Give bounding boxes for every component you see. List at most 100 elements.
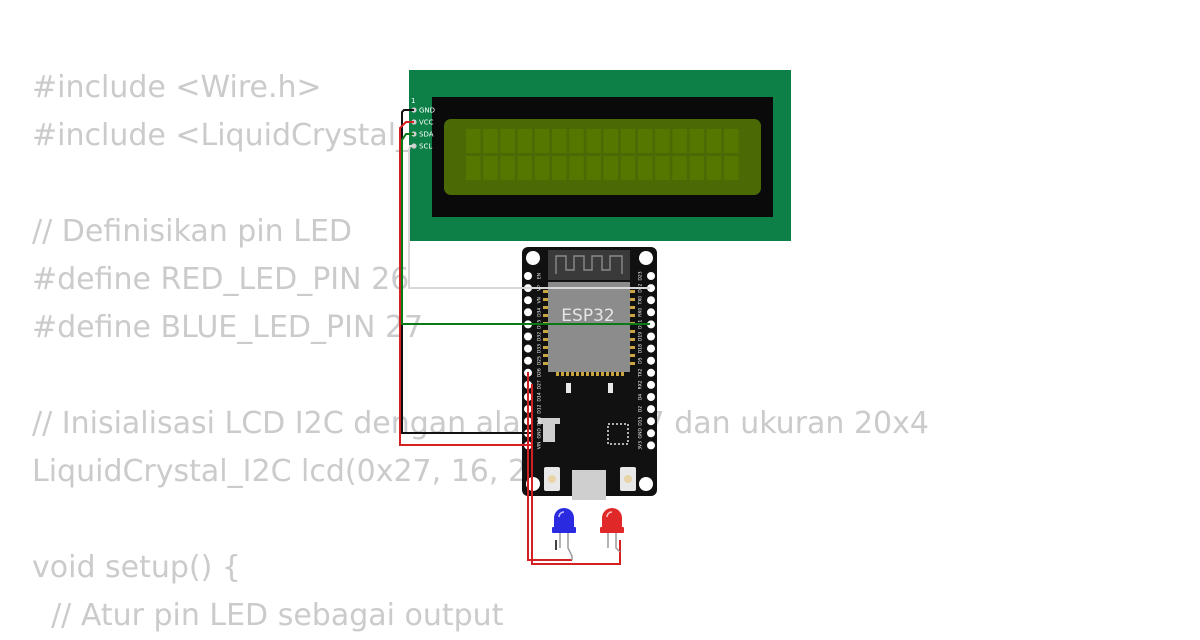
esp32-pin-en[interactable] xyxy=(524,272,532,280)
wire-sda[interactable] xyxy=(401,133,650,325)
lcd-char-cell xyxy=(517,156,533,180)
lcd-pin-label: VCC xyxy=(419,119,434,127)
lcd-char-cell xyxy=(638,129,653,153)
esp32-pin-d32[interactable] xyxy=(524,332,532,341)
esp32-pin-d5[interactable] xyxy=(647,356,655,365)
esp32-pin-d22[interactable] xyxy=(647,284,655,293)
esp32-pin-label: 3V3 xyxy=(638,441,644,450)
code-line: LiquidCrystal_I2C lcd(0x27, 16, 2); xyxy=(32,454,549,489)
lcd-pin-label: SDA xyxy=(419,131,434,139)
lcd-char-cell xyxy=(672,129,687,153)
esp32-pin-gnd[interactable] xyxy=(647,429,655,438)
esp32-pin-label: D27 xyxy=(537,380,543,389)
esp32-pin-label: D19 xyxy=(638,332,644,341)
code-line: // Definisikan pin LED xyxy=(32,214,352,249)
micro-usb-port[interactable] xyxy=(572,470,606,500)
lcd-char-cell xyxy=(603,129,619,153)
lcd-char-cell xyxy=(483,156,498,180)
wires xyxy=(399,109,650,565)
lcd-char-cell xyxy=(500,156,515,180)
lcd-char-cell xyxy=(706,129,722,153)
lcd-char-cell xyxy=(638,156,653,180)
module-pad xyxy=(543,338,549,341)
lcd-char-cell xyxy=(552,156,567,180)
module-pad xyxy=(629,346,635,349)
esp32-pin-d15[interactable] xyxy=(647,417,655,426)
esp32-pin-tx2[interactable] xyxy=(647,368,655,377)
wire-scl[interactable] xyxy=(408,145,650,289)
esp32-pin-d18[interactable] xyxy=(647,344,655,353)
esp32-pin-d34[interactable] xyxy=(524,308,532,317)
lcd-char-cell xyxy=(534,156,550,180)
module-pad xyxy=(629,338,635,341)
module-pad xyxy=(611,371,614,376)
code-line: #include <Wire.h> xyxy=(32,70,322,105)
esp32-chip-label: ESP32 xyxy=(561,306,614,326)
esp32-pin-label: D18 xyxy=(638,344,644,353)
led-blue-rim xyxy=(552,527,576,533)
esp32-right-pin-header: D23D22TX0RX0D21D19D18D5TX2RX2D4D2D15GND3… xyxy=(638,271,655,450)
module-pad xyxy=(606,371,609,376)
led-blue[interactable] xyxy=(552,508,576,560)
esp32-pin-d19[interactable] xyxy=(647,332,655,341)
module-pad xyxy=(629,362,635,365)
lcd-char-cell xyxy=(724,129,739,153)
esp32-pin-label: D34 xyxy=(537,308,543,317)
lcd-char-cell xyxy=(466,129,481,153)
module-pad xyxy=(629,330,635,333)
wire-blue-led[interactable] xyxy=(527,372,572,561)
module-pad xyxy=(571,371,574,376)
esp32-pin-label: EN xyxy=(537,273,543,279)
esp32-board[interactable]: ESP32 ENVPVND34D35D32D33D25D26D27D14D12D… xyxy=(522,247,657,500)
code-line: #define RED_LED_PIN 26 xyxy=(32,262,410,297)
esp32-pin-tx0[interactable] xyxy=(647,296,655,305)
esp32-pin-label: VIN xyxy=(537,442,543,450)
lcd-char-cell xyxy=(706,156,722,180)
lcd-char-cell xyxy=(620,129,636,153)
esp32-pin-label: VN xyxy=(537,297,543,303)
led-highlight xyxy=(558,511,565,518)
esp32-pin-3v3[interactable] xyxy=(647,441,655,450)
esp32-pin-rx2[interactable] xyxy=(647,380,655,389)
esp32-pin-label: D25 xyxy=(537,356,543,365)
module-pad xyxy=(629,306,635,309)
esp32-pin-label: TX2 xyxy=(638,368,644,378)
voltage-regulator-tab xyxy=(538,418,560,424)
esp32-pin-d33[interactable] xyxy=(524,344,532,353)
lcd-module[interactable]: 1 GND VCC SDA SCL xyxy=(409,70,791,241)
module-pad xyxy=(629,354,635,357)
esp32-pin-label: D26 xyxy=(537,368,543,377)
module-pad xyxy=(616,371,619,376)
esp32-pin-vn[interactable] xyxy=(524,296,532,305)
lcd-char-cell xyxy=(466,156,481,180)
mount-hole xyxy=(639,477,653,491)
module-pad xyxy=(543,306,549,309)
lcd-pin-marker: 1 xyxy=(411,97,415,105)
esp32-pin-label: D23 xyxy=(638,271,644,280)
esp32-pin-rx0[interactable] xyxy=(647,308,655,317)
lcd-pin-label: GND xyxy=(419,107,435,115)
wire-gnd-lcd[interactable] xyxy=(401,109,532,434)
esp32-pin-label: D33 xyxy=(537,344,543,353)
esp32-pin-d23[interactable] xyxy=(647,272,655,280)
lcd-char-cell xyxy=(655,156,670,180)
esp32-pin-label: D5 xyxy=(638,357,644,363)
module-pad xyxy=(543,314,549,317)
esp32-pin-d25[interactable] xyxy=(524,356,532,365)
esp32-pin-label: D13 xyxy=(537,416,543,425)
esp32-pin-d2[interactable] xyxy=(647,405,655,414)
wire-vcc-lcd[interactable] xyxy=(399,121,532,446)
esp32-pin-d4[interactable] xyxy=(647,393,655,401)
lcd-char-cell xyxy=(517,129,533,153)
esp32-pin-d21[interactable] xyxy=(647,320,655,329)
lcd-char-cell xyxy=(483,129,498,153)
esp32-pin-label: D12 xyxy=(537,404,543,413)
module-pad xyxy=(629,314,635,317)
module-pad xyxy=(561,371,564,376)
led-red-rim xyxy=(600,527,624,533)
smd-component xyxy=(608,383,613,393)
module-pad xyxy=(543,346,549,349)
code-line: // Atur pin LED sebagai output xyxy=(32,598,504,633)
led-red[interactable] xyxy=(600,508,624,553)
lcd-char-cell xyxy=(569,156,584,180)
